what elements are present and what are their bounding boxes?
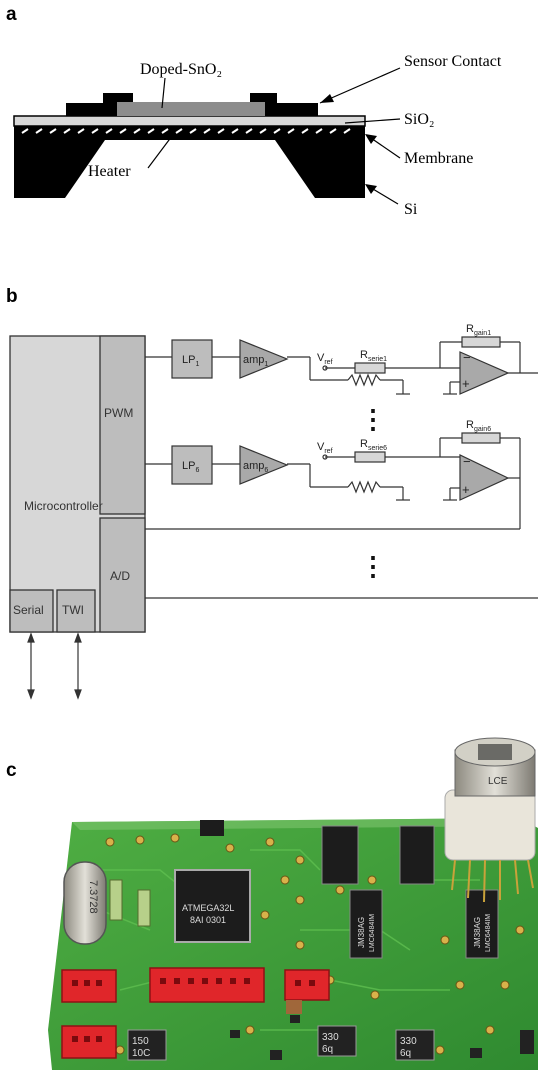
serial-label: Serial [13, 603, 44, 617]
membrane-layer [14, 126, 365, 136]
panel-c-pcb-photo: 7.3728 ATMEGA32L 8AI 0301 JM38AG LMC6484… [48, 737, 538, 1070]
twi-block [56, 589, 96, 633]
connector-left-upper [61, 969, 117, 1003]
opamp1-label-b: LMC6484IM [369, 914, 376, 952]
lp1-label: LP1 [182, 354, 199, 368]
ellipsis-ad: ⋮ [360, 551, 386, 581]
svg-text:−: − [463, 454, 471, 469]
twi-label: TWI [62, 603, 84, 617]
cap1b-label: 10C [132, 1048, 150, 1059]
sio2-layer [13, 115, 366, 127]
microcontroller-label: Microcontroller [24, 499, 103, 513]
pwm-block [99, 335, 146, 515]
label-sio2: SiO₂ [404, 111, 434, 128]
opamp-chip-2 [465, 889, 499, 959]
label-si: Si [404, 201, 418, 218]
label-membrane: Membrane [404, 150, 473, 167]
capacitor-3 [395, 1029, 435, 1061]
svg-text:+: + [462, 376, 470, 391]
opamp2-label-a: JM38AG [473, 917, 482, 948]
pwm-label: PWM [104, 406, 133, 420]
sensor-cap-label: LCE [488, 776, 508, 787]
amp6-label: amp6 [243, 460, 268, 474]
panel-b-letter: b [6, 286, 18, 307]
membrane-dashes [21, 128, 351, 134]
ic-upper-1 [321, 825, 359, 885]
rseries6-resistor [354, 451, 386, 463]
opamp-chip-1 [349, 889, 383, 959]
mcu-label-2: 8AI 0301 [190, 915, 226, 925]
vref6-label: Vref [317, 441, 333, 455]
sensor-base [444, 789, 536, 861]
si-substrate [14, 130, 365, 198]
microcontroller-chip [174, 869, 251, 943]
cap3-label: 330 [400, 1036, 417, 1047]
lp6-block [171, 445, 213, 485]
panel-a-letter: a [6, 4, 17, 25]
rseries6-label: Rserie6 [360, 438, 387, 452]
label-heater: Heater [88, 163, 131, 180]
rseries1-label: Rserie1 [360, 349, 387, 363]
capacitor-2 [317, 1025, 357, 1057]
cap2-label: 330 [322, 1032, 339, 1043]
ad-block [99, 517, 146, 633]
jumper-2 [137, 889, 151, 927]
connector-right [284, 969, 330, 1001]
gas-sensor: LCE [444, 737, 536, 903]
rgain1-resistor [461, 336, 501, 348]
crystal-label: 7.3728 [87, 880, 99, 914]
rgain6-label: Rgain6 [466, 419, 491, 433]
opamp1-triangle [459, 351, 510, 395]
amp6-triangle [239, 445, 289, 485]
cap2b-label: 6q [322, 1044, 333, 1055]
rgain6-resistor [461, 432, 501, 444]
serial-block [9, 589, 54, 633]
ad-label: A/D [110, 569, 130, 583]
cap3b-label: 6q [400, 1048, 411, 1059]
ellipsis-channels: ⋮ [360, 404, 386, 434]
opamp2-label-b: LMC6484IM [485, 914, 492, 952]
brown-capacitor [286, 1000, 302, 1014]
svg-text:−: − [463, 350, 471, 365]
jumper-1 [109, 879, 123, 921]
doped-sno2-layer [117, 102, 265, 116]
opamp1-label-a: JM38AG [357, 917, 366, 948]
lp1-block [171, 339, 213, 379]
capacitor-1 [127, 1029, 167, 1061]
lp6-label: LP6 [182, 460, 199, 474]
rgain1-label: Rgain1 [466, 323, 491, 337]
mcu-label-1: ATMEGA32L [182, 903, 234, 913]
panel-b-block-diagram: Microcontroller PWM A/D Serial TWI [9, 323, 538, 700]
opamp6-triangle [459, 454, 510, 501]
vref1-label: Vref [317, 352, 333, 366]
panel-c-letter: c [6, 760, 17, 781]
connector-middle [149, 967, 265, 1003]
amp1-label: amp1 [243, 354, 268, 368]
cap1-label: 150 [132, 1036, 149, 1047]
rseries1-resistor [354, 362, 386, 374]
panel-a-cross-section: Doped-SnO₂ Sensor Contact SiO₂ Membrane … [13, 53, 502, 218]
sensor-mesh [478, 744, 512, 760]
crystal-oscillator [63, 861, 107, 945]
amp1-triangle [239, 339, 289, 379]
label-doped-sno2: Doped-SnO₂ [140, 61, 222, 78]
svg-text:+: + [462, 482, 470, 497]
red-connectors [61, 967, 330, 1059]
ic-upper-2 [399, 825, 435, 885]
label-sensor-contact: Sensor Contact [404, 53, 502, 70]
ic-small-top [200, 820, 224, 836]
